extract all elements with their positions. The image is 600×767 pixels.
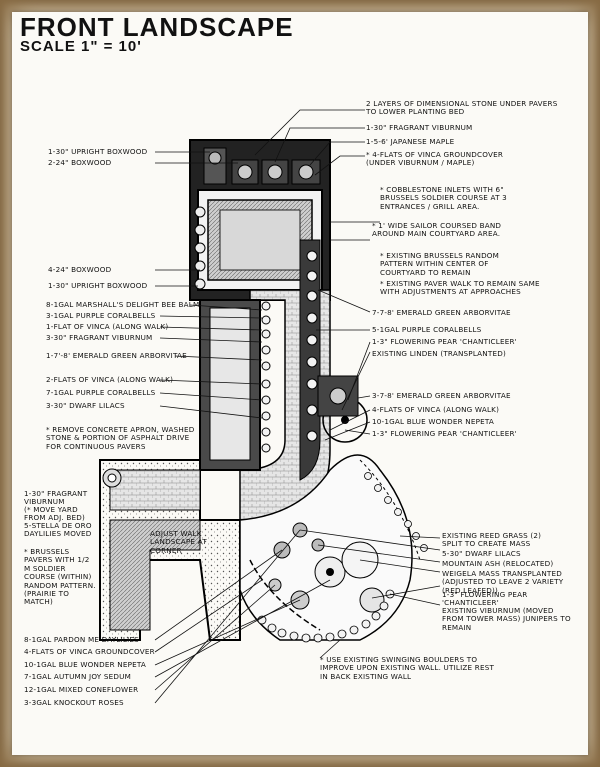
label-vinca-flat-1: 1-Flat of Vinca (Along Walk) xyxy=(46,322,169,331)
note-vinca-under-viburnum: * 4-Flats of Vinca Groundcover (Under Vi… xyxy=(366,150,504,168)
label-emerald-green-1: 1-7'-8' Emerald Green Arborvitae xyxy=(46,351,187,360)
label-boxwood-24-top: 2-24" Boxwood xyxy=(48,158,112,167)
label-purple-coralbells-7: 7-1gal Purple Coralbells xyxy=(46,388,156,397)
driveway xyxy=(99,459,241,641)
label-emerald-green-3: 3-7-8' Emerald Green Arborvitae xyxy=(372,391,511,400)
label-boxwood-24-side: 4-24" Boxwood xyxy=(48,265,112,274)
label-bee-balm: 8-1gal Marshall's Delight Bee Balm xyxy=(46,300,200,309)
note-move-yard: (* Move Yard From Adj. Bed) xyxy=(24,505,86,523)
label-vinca-groundcover-4: 4-Flats of Vinca Groundcover xyxy=(24,647,155,656)
label-flowering-pear-mid: 1-3" Flowering Pear 'Chanticleer' xyxy=(372,429,517,438)
note-existing-brussels: * Existing Brussels Random Pattern Withi… xyxy=(380,251,500,277)
label-flowering-pear-top: 1-3" Flowering Pear 'Chanticleer' xyxy=(372,337,517,346)
label-mountain-ash: Mountain Ash (Relocated) xyxy=(442,559,554,568)
note-swinging-boulders: * Use Existing Swinging Boulders to Impr… xyxy=(320,655,495,681)
plan-title: Front Landscape xyxy=(20,12,294,42)
label-knockout-roses: 3-3gal Knockout Roses xyxy=(24,698,124,707)
label-fragrant-viburnum-1: 1-30" Fragrant Viburnum xyxy=(24,489,88,507)
note-existing-viburnum-junipers: Existing Viburnum (Moved From Tower Mass… xyxy=(442,606,571,632)
label-upright-boxwood-side: 1-30" Upright Boxwood xyxy=(48,281,148,290)
paver-walk xyxy=(199,239,331,521)
label-dwarf-lilacs-3: 3-30" Dwarf Lilacs xyxy=(46,401,125,410)
note-brussels-pavers: * Brussels Pavers With 1/2 M Soldier Cou… xyxy=(24,547,96,607)
label-pardon-me-daylilies: 8-1gal Pardon Me Daylilies xyxy=(24,635,139,644)
label-blue-wonder-nepeta-right: 10-1gal Blue Wonder Nepeta xyxy=(372,417,494,426)
label-upright-boxwood-top: 1-30" Upright Boxwood xyxy=(48,147,148,156)
label-existing-linden: Existing Linden (Transplanted) xyxy=(372,349,506,358)
note-remove-concrete-apron: * Remove Concrete Apron, Washed Stone & … xyxy=(46,425,195,451)
label-vinca-flat-2: 2-Flats of Vinca (Along Walk) xyxy=(46,375,174,384)
label-flowering-pear-bottom: 1-3" Flowering Pear 'Chanticleer' xyxy=(442,590,528,608)
label-japanese-maple: 1-5-6' Japanese Maple xyxy=(366,137,455,146)
walk-plantings xyxy=(261,250,318,453)
note-dimensional-stone: 2 Layers of Dimensional Stone Under Pave… xyxy=(366,99,558,117)
label-blue-wonder-nepeta-left: 10-1gal Blue Wonder Nepeta xyxy=(24,660,146,669)
label-emerald-green-7: 7-7-8' Emerald Green Arborvitae xyxy=(372,308,511,317)
note-sailor-coursed-band: * 1' Wide Sailor Coursed Band Around Mai… xyxy=(372,221,502,239)
label-vinca-flat-4: 4-Flats of Vinca (Along Walk) xyxy=(372,405,500,414)
label-purple-coralbells-5: 5-1gal Purple Coralbells xyxy=(372,325,482,334)
label-existing-reed-grass: Existing Reed Grass (2) Split to Create … xyxy=(442,531,542,549)
note-existing-paver-walk: * Existing Paver Walk to Remain Same Wit… xyxy=(380,279,540,297)
note-cobblestone-inlets: * Cobblestone Inlets With 6" Brussels So… xyxy=(380,185,507,211)
label-stella-daylilies: 5-Stella De Oro Daylilies Moved xyxy=(24,521,92,539)
plan-scale: Scale 1" = 10' xyxy=(20,38,142,55)
leader-lines xyxy=(154,109,441,704)
label-mixed-coneflower: 12-1gal Mixed Coneflower xyxy=(24,685,139,694)
label-dwarf-lilacs-5: 5-30" Dwarf Lilacs xyxy=(442,549,521,558)
label-autumn-joy-sedum: 7-1gal Autumn Joy Sedum xyxy=(24,672,131,681)
note-weigela-mass: Weigela Mass Transplanted (Adjusted to L… xyxy=(442,569,564,595)
label-fragrant-viburnum-right: 1-30" Fragrant Viburnum xyxy=(366,123,473,132)
note-adjust-walk: Adjust Walk Landscape at Corner xyxy=(150,529,207,555)
label-purple-coralbells-3: 3-1gal Purple Coralbells xyxy=(46,311,156,320)
label-fragrant-viburnum-3: 3-30" Fragrant Viburnum xyxy=(46,333,153,342)
